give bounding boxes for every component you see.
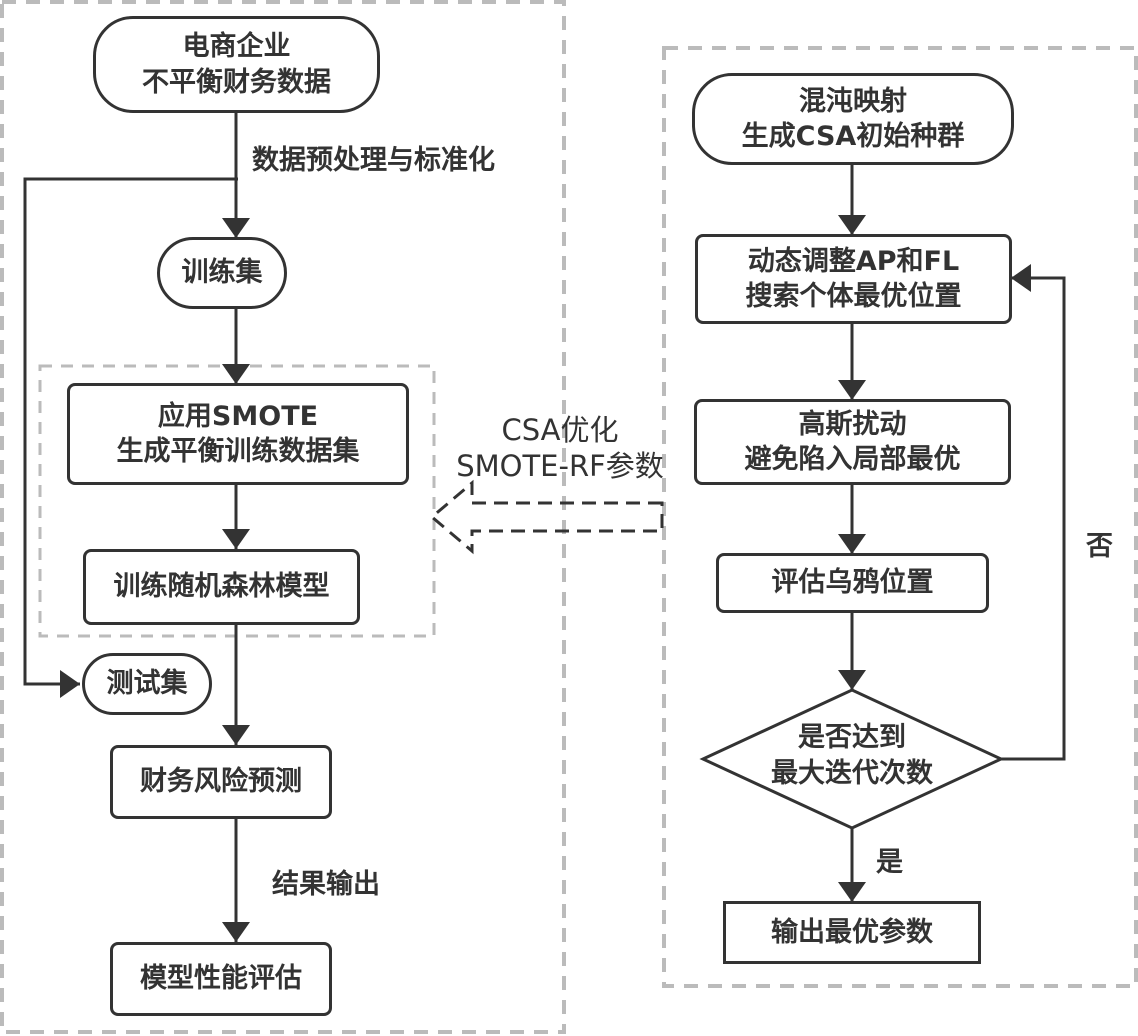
output-result-label: 结果输出 (272, 869, 380, 900)
arrow-no-loop (1001, 264, 1066, 761)
decision-text: 是否达到 最大迭代次数 (732, 720, 972, 793)
train-set-node: 训练集 (157, 237, 287, 309)
random-forest-text: 训练随机森林模型 (113, 571, 330, 603)
decision-line1: 是否达到 (798, 722, 906, 753)
chaos-init-line1: 混沌映射 (799, 85, 907, 117)
evaluate-crow-node: 评估乌鸦位置 (716, 553, 989, 613)
random-forest-node: 训练随机森林模型 (83, 549, 360, 625)
test-set-text: 测试集 (106, 668, 188, 700)
csa-optimize-arrow (429, 479, 664, 555)
no-label: 否 (1086, 531, 1113, 562)
csa-optimize-label: CSA优化 SMOTE-RF参数 (440, 412, 680, 485)
gauss-line1: 高斯扰动 (798, 408, 907, 440)
evaluate-crow-text: 评估乌鸦位置 (771, 567, 934, 599)
model-evaluate-node: 模型性能评估 (110, 942, 332, 1016)
decision-line2: 最大迭代次数 (771, 758, 933, 790)
yes-label: 是 (876, 847, 903, 878)
adjust-ap-fl-node: 动态调整AP和FL 搜索个体最优位置 (695, 234, 1012, 324)
output-params-node: 输出最优参数 (723, 901, 981, 964)
output-params-text: 输出最优参数 (771, 916, 933, 948)
left-panel-frame (0, 0, 566, 1034)
chaos-init-node: 混沌映射 生成CSA初始种群 (692, 73, 1014, 165)
smote-line1: 应用SMOTE (157, 400, 319, 432)
start-node-line2: 不平衡财务数据 (142, 66, 331, 98)
train-set-text: 训练集 (181, 257, 263, 289)
risk-predict-text: 财务风险预测 (140, 766, 302, 798)
preprocess-label: 数据预处理与标准化 (252, 145, 495, 176)
csa-optimize-line2: SMOTE-RF参数 (456, 449, 664, 484)
adjust-line2: 搜索个体最优位置 (745, 281, 962, 312)
gauss-perturb-node: 高斯扰动 避免陷入局部最优 (694, 399, 1011, 485)
adjust-line1: 动态调整AP和FL (747, 245, 960, 277)
risk-predict-node: 财务风险预测 (110, 745, 332, 819)
model-evaluate-text: 模型性能评估 (140, 963, 302, 995)
start-node-line1: 电商企业 (182, 31, 291, 63)
start-node-imbalanced-data: 电商企业 不平衡财务数据 (93, 16, 380, 113)
arrow-split-to-test (23, 177, 238, 698)
right-panel-frame (662, 46, 1138, 988)
csa-optimize-line1: CSA优化 (501, 413, 619, 447)
smote-node: 应用SMOTE 生成平衡训练数据集 (67, 383, 409, 485)
chaos-init-line2: 生成CSA初始种群 (741, 121, 965, 152)
test-set-node: 测试集 (82, 653, 212, 715)
smote-line2: 生成平衡训练数据集 (116, 436, 360, 467)
gauss-line2: 避免陷入局部最优 (744, 444, 961, 475)
